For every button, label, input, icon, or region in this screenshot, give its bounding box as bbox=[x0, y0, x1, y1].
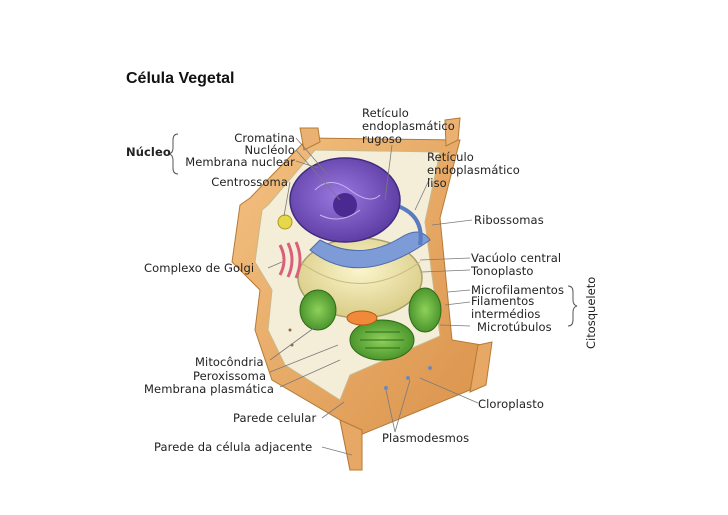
label-microtubulos: Microtúbulos bbox=[477, 320, 552, 334]
label-centrossoma: Centrossoma bbox=[211, 175, 288, 189]
label-peroxissoma: Peroxissoma bbox=[193, 369, 267, 383]
label-reticulo-liso-line3: liso bbox=[427, 176, 447, 190]
label-ribossomas: Ribossomas bbox=[474, 213, 544, 227]
mitochondria bbox=[346, 310, 378, 326]
label-reticulo-liso: Retículo endoplasmático liso bbox=[427, 151, 520, 190]
label-membrana-plasmatica: Membrana plasmática bbox=[144, 382, 275, 396]
label-vacuolo-central: Vacúolo central bbox=[471, 251, 562, 265]
label-filamentos-line1: Filamentos bbox=[471, 294, 535, 308]
label-tonoplasto: Tonoplasto bbox=[471, 264, 534, 278]
golgi-complex bbox=[278, 241, 302, 279]
chloroplasts bbox=[299, 287, 442, 361]
label-plasmodesmos: Plasmodesmos bbox=[382, 431, 470, 445]
centrosome bbox=[277, 214, 293, 230]
label-nucleolo: Nucléolo bbox=[244, 143, 295, 157]
label-citosqueleto: Citosqueleto bbox=[584, 276, 598, 349]
diagram-title: Célula Vegetal bbox=[126, 70, 235, 87]
label-reticulo-rugoso: Retículo endoplasmático rugoso bbox=[362, 107, 455, 146]
label-cloroplasto: Cloroplasto bbox=[478, 397, 544, 411]
nucleo-bracket bbox=[168, 133, 179, 175]
nucleus bbox=[289, 157, 401, 243]
label-complexo-golgi: Complexo de Golgi bbox=[144, 261, 255, 275]
label-parede-adjacente: Parede da célula adjacente bbox=[154, 440, 313, 454]
citosqueleto-bracket bbox=[567, 285, 578, 327]
leader-lines bbox=[267, 137, 479, 456]
label-reticulo-liso-line1: Retículo bbox=[427, 150, 474, 164]
label-membrana-nuclear: Membrana nuclear bbox=[185, 155, 295, 169]
label-reticulo-rugoso-line3: rugoso bbox=[362, 132, 402, 146]
label-filamentos-line2: intermédios bbox=[471, 307, 541, 321]
label-nucleo: Núcleo bbox=[126, 145, 171, 159]
label-mitocondria: Mitocôndria bbox=[195, 355, 264, 369]
label-microfilamentos: Microfilamentos bbox=[471, 283, 565, 297]
plasmodesmata bbox=[288, 328, 432, 390]
label-reticulo-liso-line2: endoplasmático bbox=[427, 163, 520, 177]
label-parede-celular: Parede celular bbox=[233, 411, 317, 425]
label-filamentos-intermedios: Filamentos intermédios bbox=[471, 295, 541, 321]
label-reticulo-rugoso-line2: endoplasmático bbox=[362, 119, 455, 133]
label-cromatina: Cromatina bbox=[234, 131, 295, 145]
label-reticulo-rugoso-line1: Retículo bbox=[362, 106, 409, 120]
